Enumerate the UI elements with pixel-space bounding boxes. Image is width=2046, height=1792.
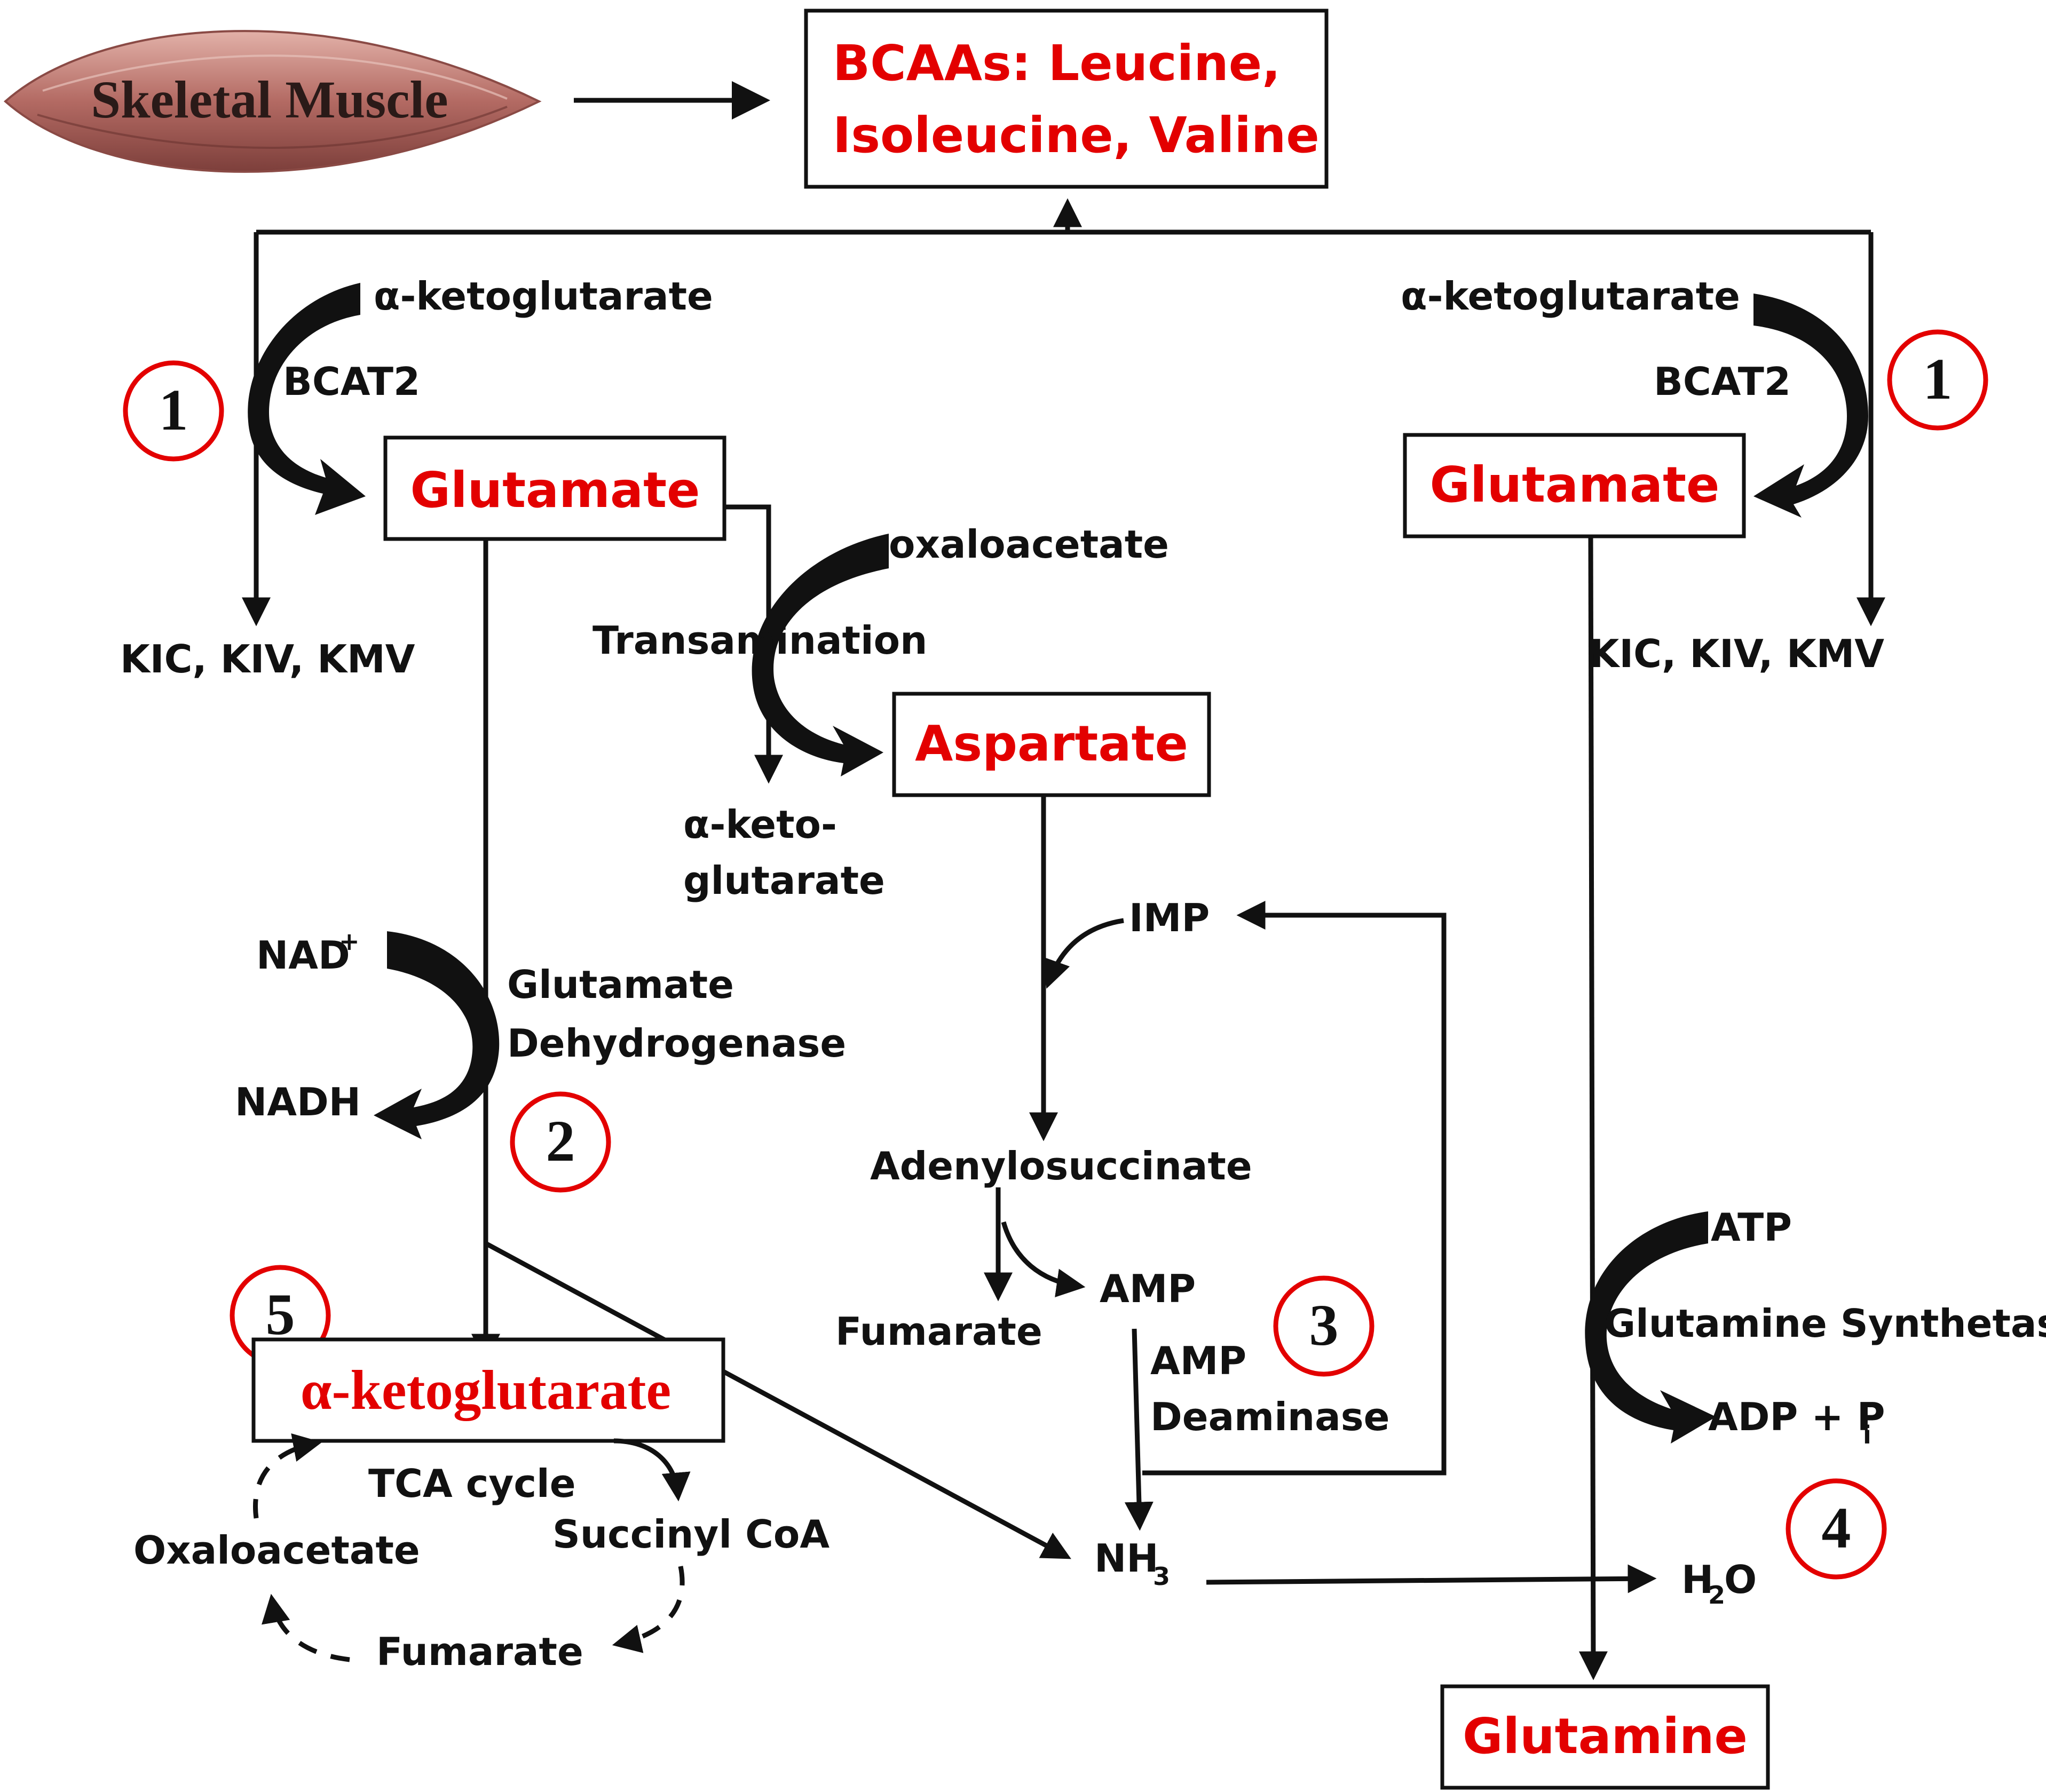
skeletal-muscle-image: Skeletal Muscle	[3, 30, 542, 173]
imp-join-arrow	[1042, 918, 1124, 989]
left-akg-label: α-ketoglutarate	[374, 274, 713, 319]
step-1-right-number: 1	[1923, 346, 1953, 411]
tca-arrow-akg-to-succinyl	[613, 1438, 691, 1502]
bcaa-label-line2: Isoleucine, Valine	[833, 107, 1320, 164]
step-1-left-badge	[123, 360, 224, 462]
tca-arrow-fumarate-to-oxaloacetate	[262, 1593, 350, 1662]
aspartate-box	[892, 692, 1211, 797]
imp-label: IMP	[1129, 895, 1210, 940]
akg-byproduct-line2: glutarate	[683, 858, 885, 903]
oxaloacetate-label: oxaloacetate	[889, 522, 1169, 567]
bcaa-box	[804, 9, 1329, 189]
left-keto-acids-label: KIC, KIV, KMV	[120, 637, 415, 681]
step-2-badge	[510, 1091, 611, 1193]
atp-label: ATP	[1711, 1205, 1792, 1250]
left-bcat2-curved-arrow	[248, 283, 366, 515]
right-bcat2-curved-arrow	[1753, 294, 1868, 518]
nh3-subscript: 3	[1153, 1562, 1170, 1591]
step-1-left-number: 1	[159, 377, 188, 442]
succinyl-coa-label: Succinyl CoA	[552, 1512, 830, 1557]
amp-to-nh3-arrow	[1124, 1328, 1154, 1531]
skeletal-muscle-label: Skeletal Muscle	[91, 70, 448, 129]
akg-box-label: α-ketoglutarate	[301, 1359, 671, 1421]
nh3-label: NH	[1094, 1536, 1159, 1581]
tca-cycle-label: TCA cycle	[368, 1461, 576, 1506]
amp-deaminase-line1: AMP	[1150, 1338, 1246, 1383]
akg-box	[251, 1337, 725, 1443]
nh3-to-h2o-arrow	[1206, 1564, 1657, 1593]
h2o-label-o: O	[1724, 1557, 1757, 1602]
step-2-number: 2	[546, 1108, 575, 1173]
step-1-right-badge	[1887, 329, 1988, 431]
step-3-badge	[1273, 1275, 1374, 1377]
nadh-label: NADH	[235, 1080, 361, 1124]
gdh-to-nh3-arrow	[484, 1241, 1071, 1559]
glutamine-synthetase-curved-arrow	[1585, 1211, 1716, 1444]
adenylosuccinate-to-amp-arrow	[1001, 1221, 1086, 1297]
gdh-curved-arrow	[374, 931, 500, 1139]
transamination-curved-arrow	[752, 534, 889, 776]
pi-subscript: i	[1863, 1421, 1871, 1449]
step-3-number: 3	[1309, 1293, 1339, 1358]
bcaa-label-line1: BCAAs: Leucine,	[833, 35, 1281, 92]
step-4-badge	[1786, 1478, 1887, 1580]
step-5-number: 5	[266, 1282, 295, 1347]
aspartate-label: Aspartate	[915, 715, 1188, 772]
left-glutamate-label: Glutamate	[410, 462, 700, 519]
left-bcat2-label: BCAT2	[283, 359, 420, 404]
gdh-label-line1: Glutamate	[507, 962, 734, 1007]
amp-deaminase-line2: Deaminase	[1150, 1394, 1389, 1439]
tca-oxaloacetate-label: Oxaloacetate	[133, 1528, 420, 1573]
gdh-label-line2: Dehydrogenase	[507, 1021, 846, 1066]
akg-byproduct-line1: α-keto-	[683, 802, 837, 847]
transamination-label: Transamination	[593, 618, 927, 663]
imp-regeneration-loop	[1142, 901, 1447, 1476]
glutamine-synthetase-label: Glutamine Synthetase	[1604, 1301, 2046, 1346]
fumarate-label: Fumarate	[835, 1309, 1042, 1354]
right-keto-acids-label: KIC, KIV, KMV	[1590, 631, 1885, 676]
amp-label: AMP	[1100, 1266, 1196, 1311]
tca-arrow-succinyl-to-fumarate	[612, 1566, 685, 1653]
right-glutamate-box	[1403, 433, 1746, 538]
step-4-number: 4	[1822, 1495, 1851, 1560]
left-glutamate-box	[383, 435, 726, 541]
tca-fumarate-label: Fumarate	[376, 1629, 583, 1674]
nad-label: NAD	[256, 933, 350, 978]
glutamine-label: Glutamine	[1463, 1708, 1748, 1765]
right-akg-label: α-ketoglutarate	[1401, 274, 1740, 319]
h2o-label-h: H	[1681, 1557, 1713, 1602]
right-glutamate-label: Glutamate	[1430, 456, 1720, 513]
glutamate-to-glutamine-line	[1578, 536, 1608, 1680]
adenylosuccinate-label: Adenylosuccinate	[870, 1144, 1252, 1188]
right-bcat2-label: BCAT2	[1654, 359, 1791, 404]
h2o-subscript: 2	[1708, 1581, 1725, 1609]
glutamine-box	[1440, 1684, 1770, 1790]
tca-arrow-oxaloacetate-to-akg	[253, 1433, 322, 1519]
nad-superscript: +	[339, 927, 360, 956]
adp-pi-label: ADP + P	[1708, 1394, 1885, 1439]
